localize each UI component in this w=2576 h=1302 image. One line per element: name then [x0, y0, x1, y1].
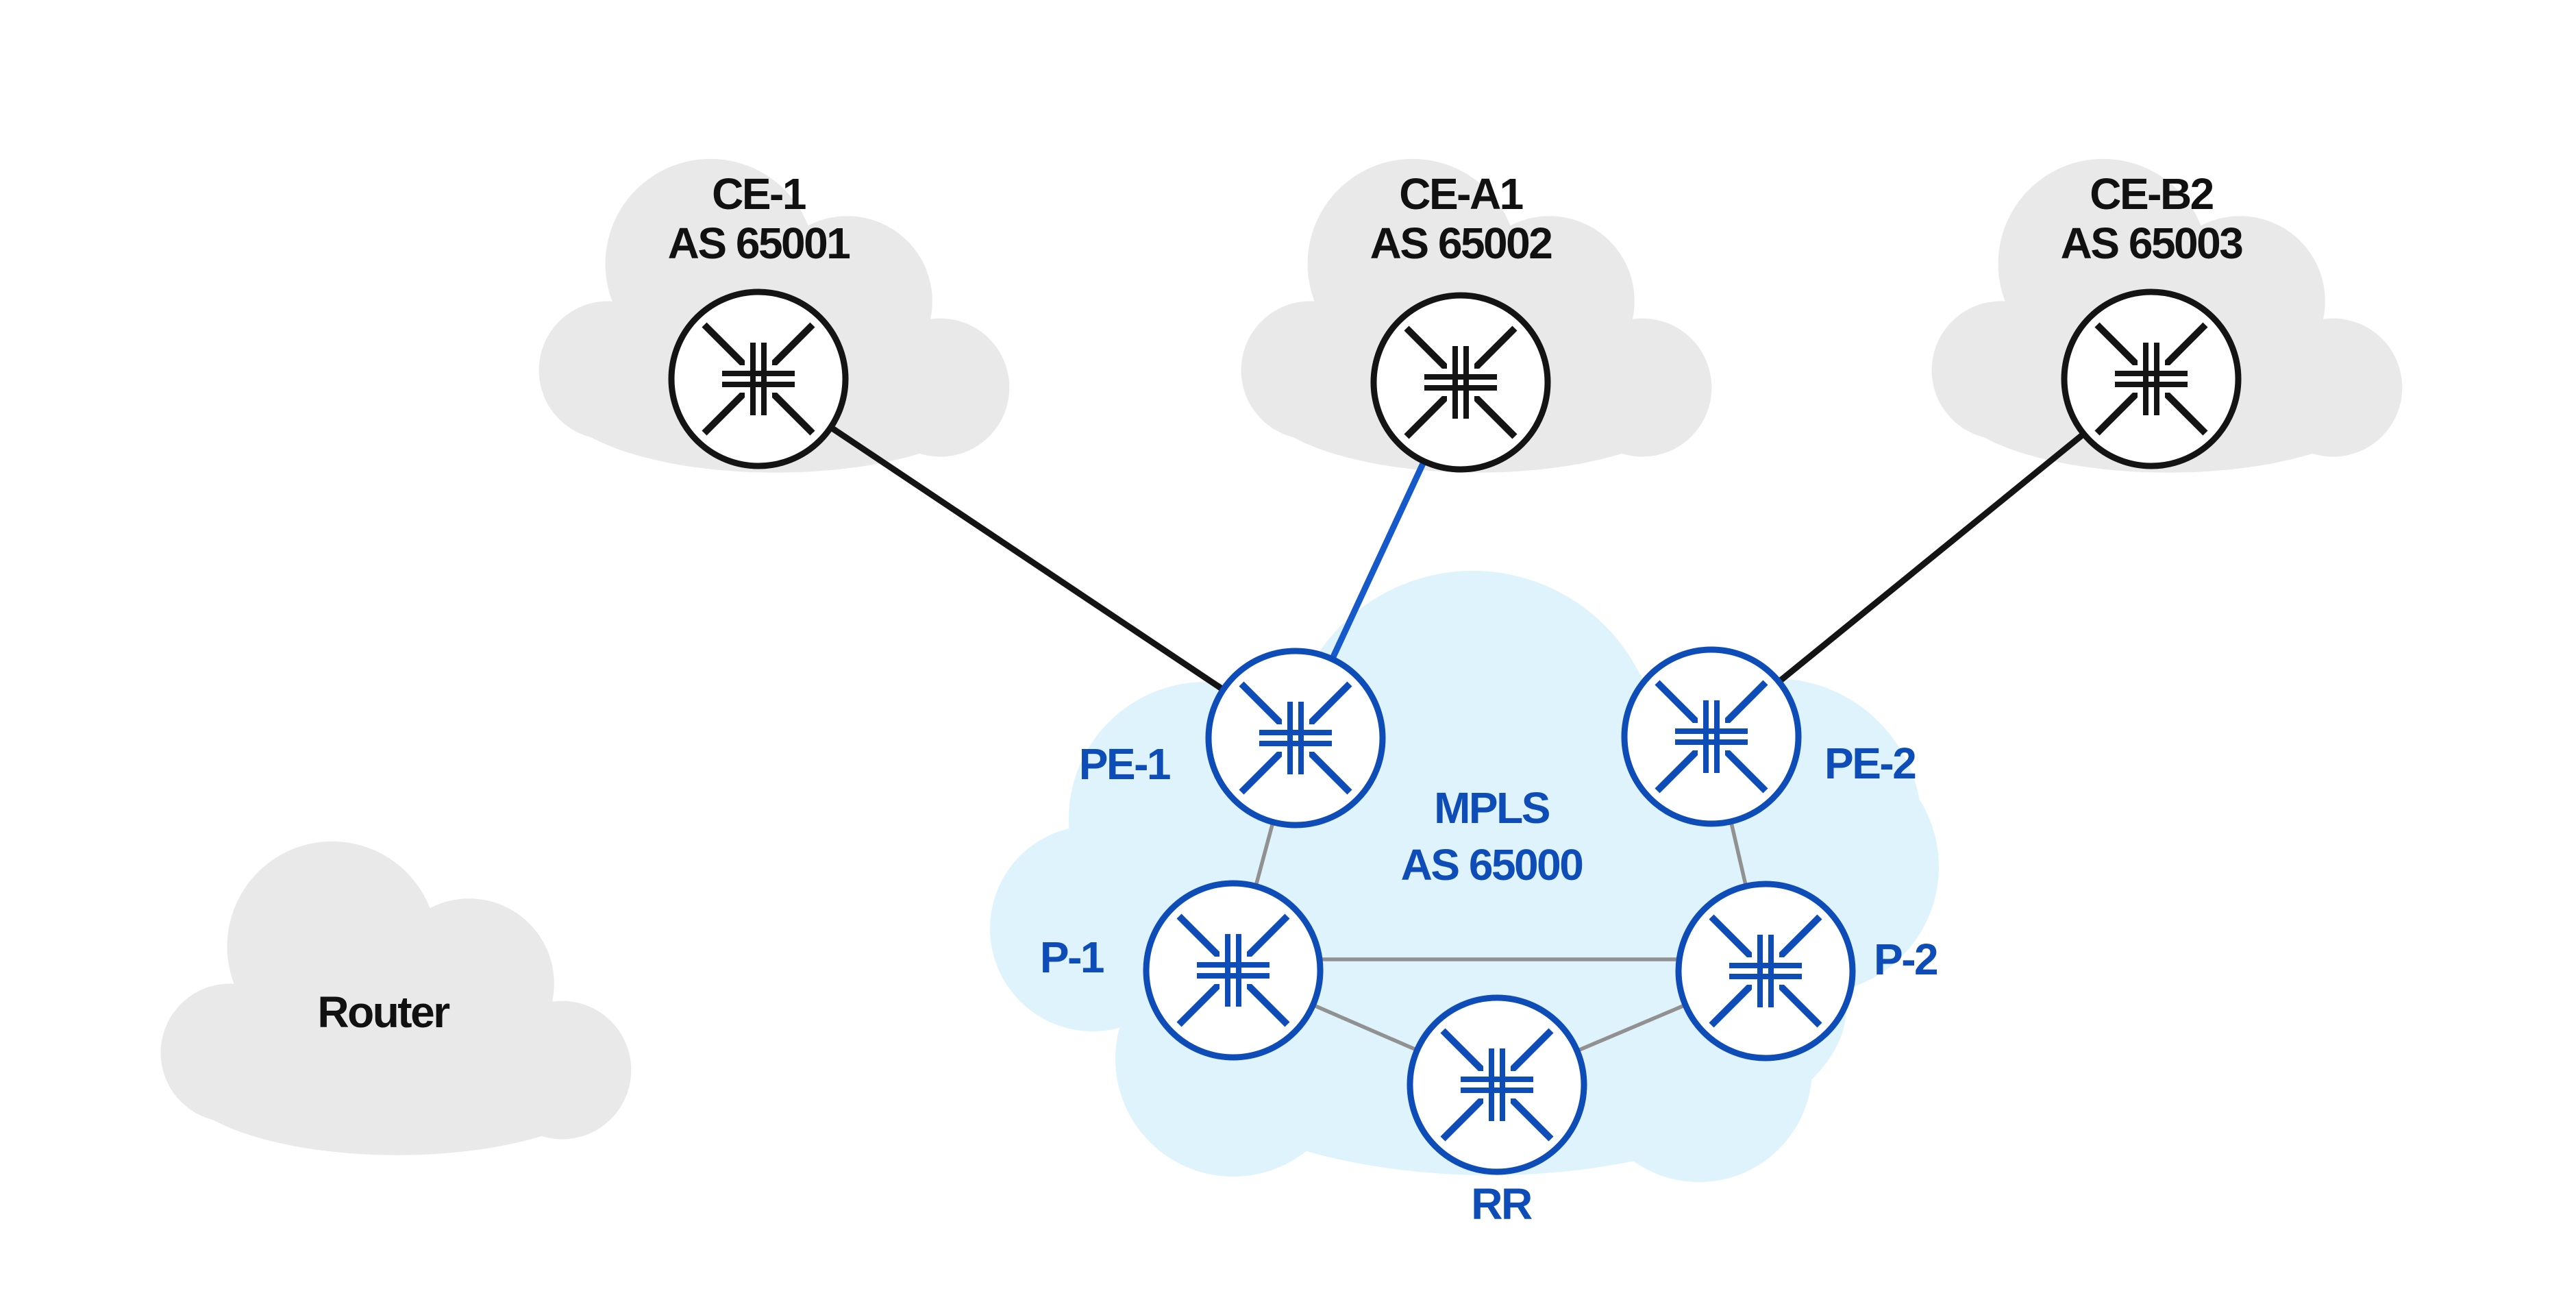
p1-label: P-1 [1040, 933, 1104, 982]
router-node-ce1 [671, 292, 845, 466]
link-ce1-pe1 [755, 376, 1299, 741]
ce-a1-name-label: CE-A1 [1399, 169, 1522, 219]
router-icon [1209, 651, 1383, 825]
router-icon [671, 292, 845, 466]
ce-a1-as-label: AS 65002 [1370, 219, 1552, 268]
rr-label: RR [1471, 1179, 1532, 1229]
router-node-p2 [1679, 884, 1853, 1058]
router-node-pe1 [1209, 651, 1383, 825]
pe1-label: PE-1 [1079, 739, 1170, 789]
router-icon [1374, 295, 1548, 469]
router-node-rr [1410, 998, 1584, 1172]
link-ce-b2-pe2 [1708, 376, 2155, 740]
router-icon [2064, 292, 2238, 466]
legend-router-label: Router [317, 987, 449, 1037]
router-node-ce-a1 [1374, 295, 1548, 469]
router-node-p1 [1146, 883, 1320, 1057]
ce-b2-as-label: AS 65003 [2061, 219, 2243, 268]
pe2-label: PE-2 [1824, 739, 1916, 788]
mpls-as-label: AS 65000 [1401, 840, 1583, 889]
mpls-name-label: MPLS [1434, 783, 1550, 833]
router-icon [1624, 650, 1798, 824]
ce1-name-label: CE-1 [712, 169, 806, 219]
ce1-as-label: AS 65001 [668, 219, 850, 268]
router-icon [1679, 884, 1853, 1058]
router-node-pe2 [1624, 650, 1798, 824]
router-icon [1146, 883, 1320, 1057]
ce-b2-name-label: CE-B2 [2090, 169, 2213, 219]
router-icon [1410, 998, 1584, 1172]
p2-label: P-2 [1874, 935, 1937, 984]
router-node-ce-b2 [2064, 292, 2238, 466]
